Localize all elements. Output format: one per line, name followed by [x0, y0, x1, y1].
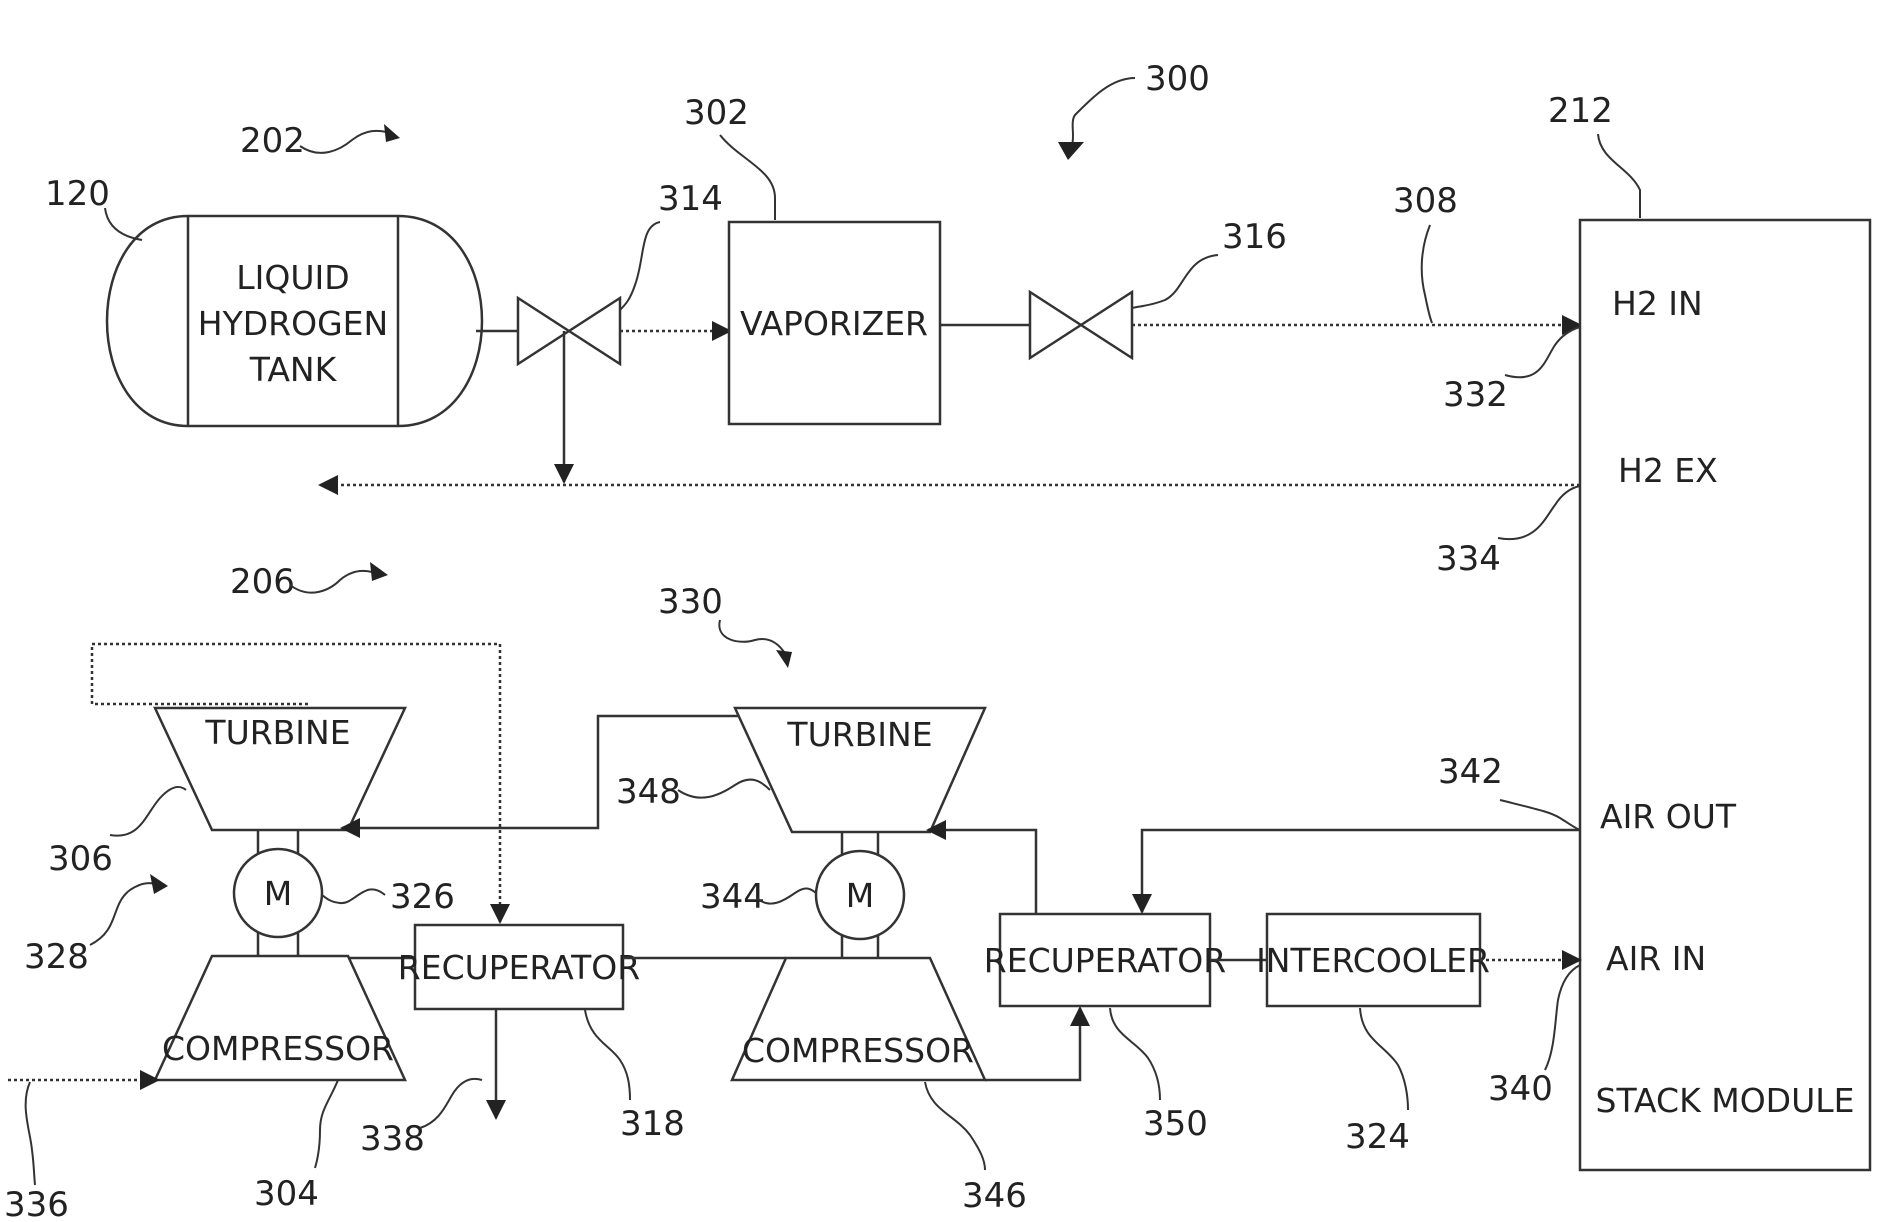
- left-recuperator-label: RECUPERATOR: [398, 948, 640, 987]
- ref-336: 336: [4, 1185, 69, 1222]
- left-compressor-label: COMPRESSOR: [162, 1029, 394, 1068]
- ref-314: 314: [658, 179, 723, 219]
- ref-304: 304: [254, 1174, 319, 1214]
- ref-340: 340: [1488, 1069, 1553, 1109]
- tank-label-line-1: LIQUID: [236, 258, 349, 297]
- left-turbine-label: TURBINE: [204, 713, 350, 752]
- vaporizer-label: VAPORIZER: [740, 304, 928, 343]
- right-motor: M: [816, 851, 904, 939]
- ref-300: 300: [1145, 59, 1210, 99]
- right-recuperator-label: RECUPERATOR: [984, 941, 1226, 980]
- ref-328: 328: [24, 937, 89, 977]
- ref-344: 344: [700, 877, 765, 917]
- ref-308: 308: [1393, 181, 1458, 221]
- right-motor-label: M: [846, 876, 874, 915]
- h2-in-label: H2 IN: [1612, 284, 1703, 323]
- tank-label-line-2: HYDROGEN: [198, 304, 388, 343]
- left-motor-label: M: [264, 874, 292, 913]
- air-out-label: AIR OUT: [1600, 797, 1737, 836]
- stack-air-out-line: [1142, 830, 1580, 912]
- left-turbine: TURBINE: [155, 708, 405, 830]
- ref-318: 318: [620, 1104, 685, 1144]
- intercooler: INTERCOOLER: [1256, 914, 1490, 1006]
- ref-202: 202: [240, 121, 305, 161]
- valve-316: [1030, 292, 1132, 358]
- ref-334: 334: [1436, 539, 1501, 579]
- ref-206: 206: [230, 562, 295, 602]
- h2-ex-label: H2 EX: [1618, 451, 1718, 490]
- right-compressor: COMPRESSOR: [732, 958, 985, 1080]
- ref-326: 326: [390, 877, 455, 917]
- ref-120: 120: [45, 174, 110, 214]
- ref-330: 330: [658, 582, 723, 622]
- ref-316: 316: [1222, 217, 1287, 257]
- ref-212: 212: [1548, 91, 1613, 131]
- ref-338: 338: [360, 1119, 425, 1159]
- valve-314: [518, 298, 620, 364]
- right-turbine: TURBINE: [735, 708, 985, 832]
- ref-302: 302: [684, 93, 749, 133]
- ref-348: 348: [616, 772, 681, 812]
- ref-350: 350: [1143, 1104, 1208, 1144]
- ref-306: 306: [48, 839, 113, 879]
- liquid-hydrogen-tank: LIQUID HYDROGEN TANK: [107, 216, 482, 426]
- right-turbine-label: TURBINE: [786, 715, 932, 754]
- left-compressor: COMPRESSOR: [155, 956, 405, 1080]
- ref-332: 332: [1443, 375, 1508, 415]
- right-recuperator: RECUPERATOR: [984, 914, 1226, 1006]
- right-compressor-label: COMPRESSOR: [742, 1031, 974, 1070]
- vaporizer: VAPORIZER: [729, 222, 940, 424]
- tank-label-line-3: TANK: [249, 350, 338, 389]
- air-in-label: AIR IN: [1606, 939, 1706, 978]
- stack-module-label: STACK MODULE: [1596, 1081, 1855, 1120]
- ref-324: 324: [1345, 1117, 1410, 1157]
- ref-346: 346: [962, 1176, 1027, 1216]
- left-motor: M: [234, 849, 322, 937]
- right-recuperator-to-turbine-line: [928, 830, 1036, 913]
- stack-module: H2 IN H2 EX AIR OUT AIR IN STACK MODULE: [1580, 220, 1870, 1170]
- right-compressor-to-recuperator-line: [985, 1008, 1080, 1080]
- ref-342: 342: [1438, 752, 1503, 792]
- intercooler-label: INTERCOOLER: [1256, 941, 1490, 980]
- left-recuperator: RECUPERATOR: [398, 925, 640, 1009]
